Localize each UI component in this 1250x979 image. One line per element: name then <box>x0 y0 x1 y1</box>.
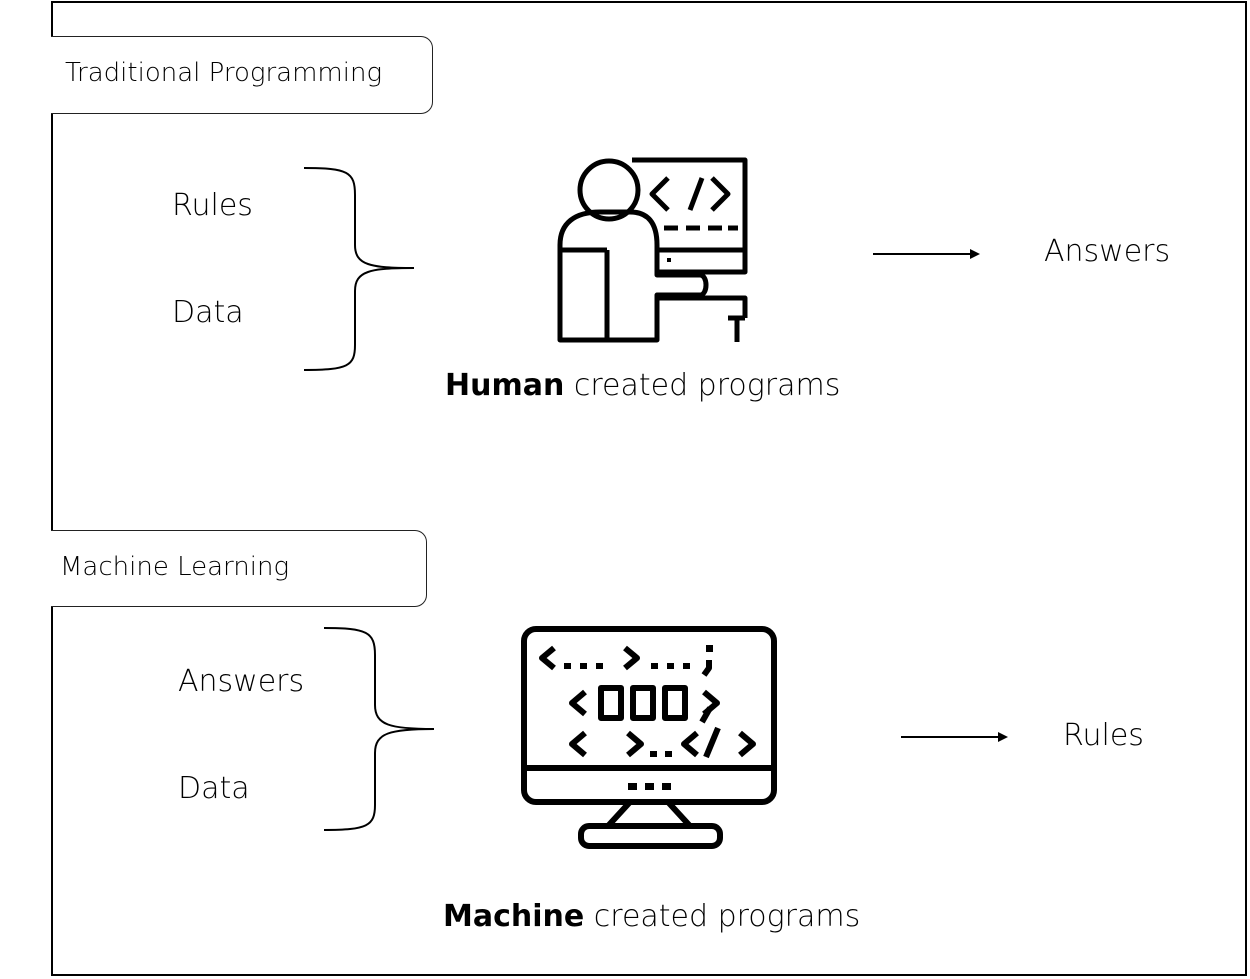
traditional-input-rules: Rules <box>172 188 253 223</box>
computer-monitor-code-icon <box>521 626 777 849</box>
ml-output-rules: Rules <box>1063 718 1144 753</box>
ml-arrow-head <box>998 732 1008 742</box>
programmer-at-computer-icon <box>557 157 748 343</box>
traditional-caption-rest: created programs <box>564 368 841 403</box>
traditional-brace <box>303 167 415 371</box>
ml-caption-rest: created programs <box>584 899 861 934</box>
traditional-input-data: Data <box>172 295 244 330</box>
traditional-arrow-head <box>970 249 980 259</box>
diagram-frame <box>51 1 1247 976</box>
ml-brace <box>323 627 435 831</box>
traditional-programming-title: Traditional Programming <box>65 58 383 88</box>
traditional-programming-tab <box>51 36 433 114</box>
machine-learning-tab <box>51 530 427 607</box>
traditional-caption: Human created programs <box>445 368 840 403</box>
traditional-output-answers: Answers <box>1044 234 1171 269</box>
ml-caption-bold: Machine <box>443 899 585 934</box>
ml-input-answers: Answers <box>178 664 305 699</box>
ml-input-data: Data <box>178 771 250 806</box>
traditional-caption-bold: Human <box>445 368 565 403</box>
ml-caption: Machine created programs <box>443 899 860 934</box>
machine-learning-title: Machine Learning <box>60 552 290 582</box>
